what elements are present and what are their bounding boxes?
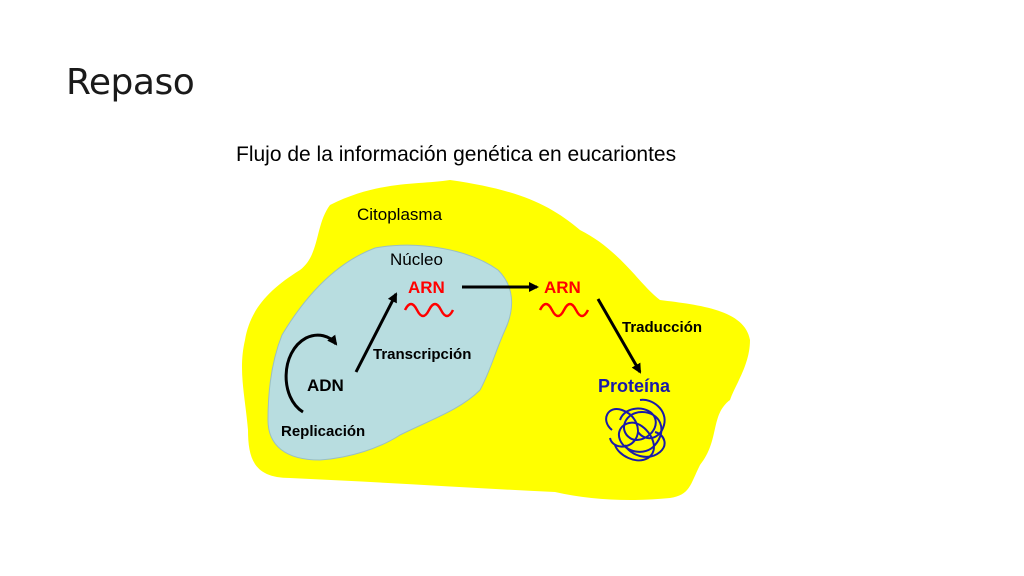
dna-label: ADN [307,376,344,395]
slide-title: Repaso [66,62,195,103]
protein-coil-icon [605,398,666,462]
rna-cytoplasm-label: ARN [544,278,581,297]
protein-label: Proteína [598,376,671,396]
transcription-arrow [354,292,398,373]
cytoplasm-label: Citoplasma [357,205,443,224]
replication-label: Replicación [281,423,365,440]
rna-wave-icon [403,302,455,318]
translation-label: Traducción [622,319,702,336]
diagram-title: Flujo de la información genética en euca… [236,143,677,166]
translation-arrow [596,298,642,374]
nucleus-region [267,244,513,461]
rna-wave-icon [538,302,590,318]
replication-arrow [284,333,338,414]
transcription-label: Transcripción [373,346,471,363]
nucleus-label: Núcleo [390,250,443,269]
rna-nucleus-label: ARN [408,278,445,297]
